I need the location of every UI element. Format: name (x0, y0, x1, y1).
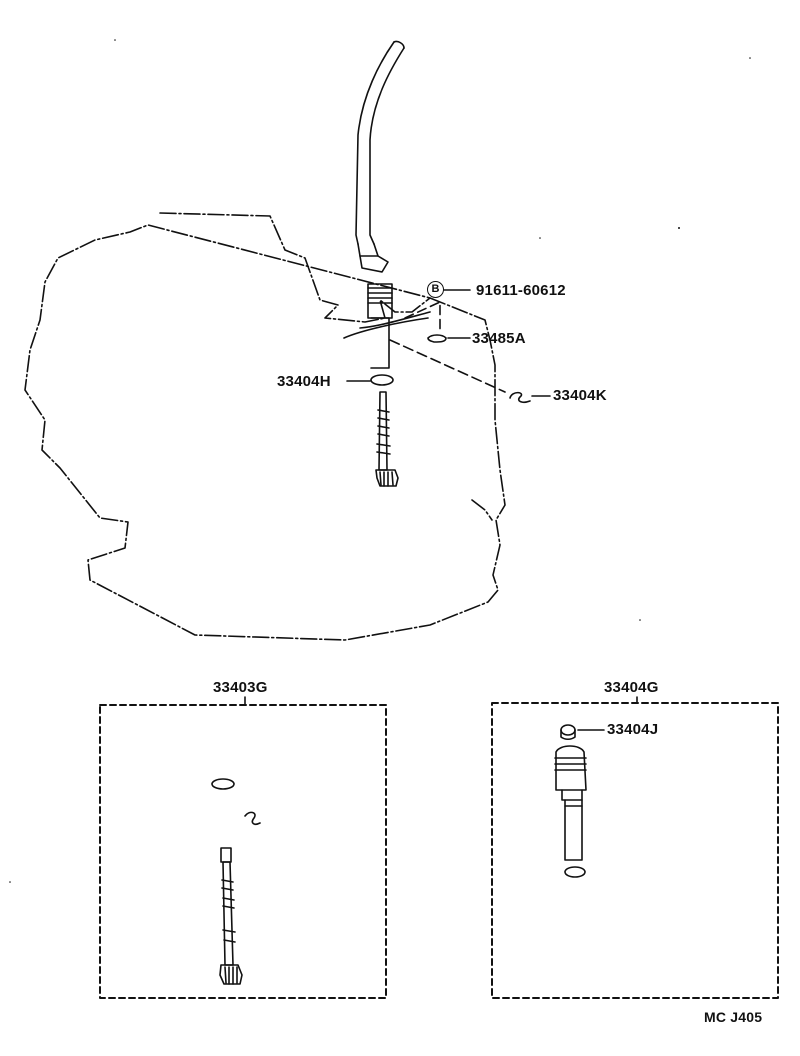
sleeve-kit-box (491, 696, 779, 999)
clip (509, 391, 531, 404)
gear-kit-box (99, 696, 387, 999)
scan-specks (9, 39, 751, 883)
kit-oil-seal-body (560, 729, 576, 741)
kit-sleeve (554, 745, 587, 861)
part-label-bolt: 91611-60612 (476, 282, 566, 299)
part-label-gear-kit: 33403G (213, 679, 268, 696)
kit-sleeve-o-ring (564, 866, 586, 878)
driven-gear-shaft (375, 391, 399, 487)
transmission-housing-outline (24, 212, 506, 641)
sleeve-installed (343, 283, 431, 369)
speedometer-cable (355, 40, 405, 273)
kit-oil-seal (560, 724, 576, 736)
diagram-code: MC J405 (704, 1009, 763, 1025)
part-label-o-ring: 33404H (277, 373, 331, 390)
part-label-clip: 33404K (553, 387, 607, 404)
o-ring-installed (370, 374, 394, 386)
part-label-sleeve-kit: 33404G (604, 679, 659, 696)
part-label-oil-seal: 33404J (607, 721, 659, 738)
locking-plate (427, 334, 447, 343)
kit-clip (244, 811, 261, 825)
sleeve-kit-box-frame (491, 702, 779, 999)
clip-location-line (389, 339, 506, 393)
bolt-reference-mark: B (427, 281, 444, 298)
plate-location-line (404, 301, 441, 331)
kit-o-ring (211, 778, 235, 790)
kit-driven-gear-shaft (219, 847, 243, 985)
part-label-plate: 33485A (472, 330, 526, 347)
housing-lower-edge (471, 499, 493, 521)
gear-kit-box-frame (99, 704, 387, 999)
